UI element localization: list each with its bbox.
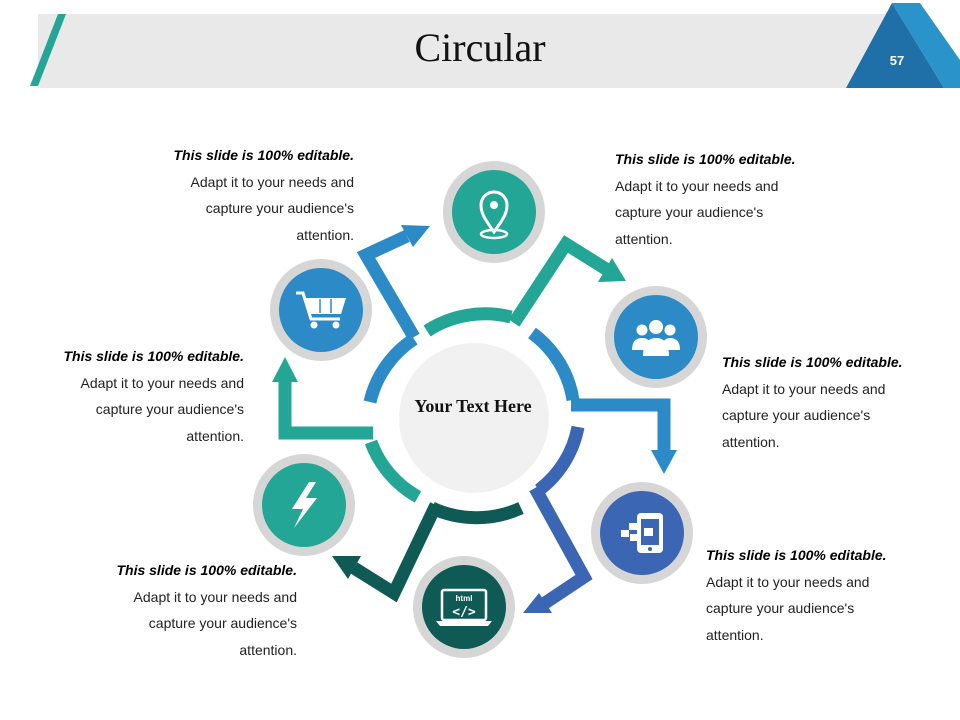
caption-line: Adapt it to your needs and — [615, 177, 779, 194]
node-cart — [270, 259, 372, 361]
caption-line: Adapt it to your needs and — [133, 588, 297, 605]
caption-line: attention. — [186, 427, 244, 444]
caption-title: This slide is 100% editable. — [116, 562, 297, 578]
caption-title: This slide is 100% editable. — [173, 147, 354, 163]
caption-line: capture your audience's — [205, 200, 354, 216]
html-label: html — [456, 594, 473, 603]
caption-location: This slide is 100% editable. Adapt it to… — [615, 146, 855, 252]
lightning-bolt-icon — [292, 482, 317, 528]
center-text: Your Text Here — [414, 396, 532, 416]
caption-line: Adapt it to your needs and — [722, 380, 886, 397]
html-code-laptop-icon: html </> — [436, 588, 492, 626]
caption-line: capture your audience's — [95, 401, 244, 417]
caption-line: attention. — [706, 626, 764, 643]
location-pin-icon — [479, 190, 509, 240]
caption-cart: This slide is 100% editable. Adapt it to… — [114, 142, 354, 248]
caption-line: capture your audience's — [722, 407, 871, 423]
mobile-app-icon — [621, 513, 663, 553]
caption-title: This slide is 100% editable. — [722, 354, 903, 370]
caption-mobile: This slide is 100% editable. Adapt it to… — [706, 542, 946, 648]
slide-title: Circular — [414, 25, 546, 70]
caption-people: This slide is 100% editable. Adapt it to… — [722, 349, 960, 455]
caption-line: attention. — [239, 641, 297, 658]
node-lightning — [253, 454, 355, 556]
node-mobile — [591, 482, 693, 584]
caption-title: This slide is 100% editable. — [615, 151, 796, 167]
page-number: 57 — [889, 53, 905, 68]
caption-line: Adapt it to your needs and — [80, 374, 244, 391]
header-bar — [38, 14, 918, 88]
caption-line: Adapt it to your needs and — [706, 573, 870, 590]
caption-line: Adapt it to your needs and — [190, 173, 354, 190]
node-location — [443, 161, 545, 263]
caption-line: capture your audience's — [706, 600, 855, 616]
node-html: html </> — [413, 556, 515, 658]
shopping-cart-icon — [296, 291, 346, 329]
caption-line: capture your audience's — [148, 615, 297, 631]
node-people — [605, 286, 707, 388]
caption-html: This slide is 100% editable. Adapt it to… — [57, 557, 297, 663]
caption-line: attention. — [722, 433, 780, 450]
header-decoration — [30, 3, 960, 88]
caption-line: attention. — [615, 230, 673, 247]
caption-line: capture your audience's — [615, 204, 764, 220]
caption-lightning: This slide is 100% editable. Adapt it to… — [4, 343, 244, 449]
caption-line: attention. — [296, 226, 354, 243]
svg-text:</>: </> — [452, 605, 476, 620]
caption-title: This slide is 100% editable. — [706, 547, 887, 563]
people-group-icon — [632, 320, 680, 356]
caption-title: This slide is 100% editable. — [63, 348, 244, 364]
